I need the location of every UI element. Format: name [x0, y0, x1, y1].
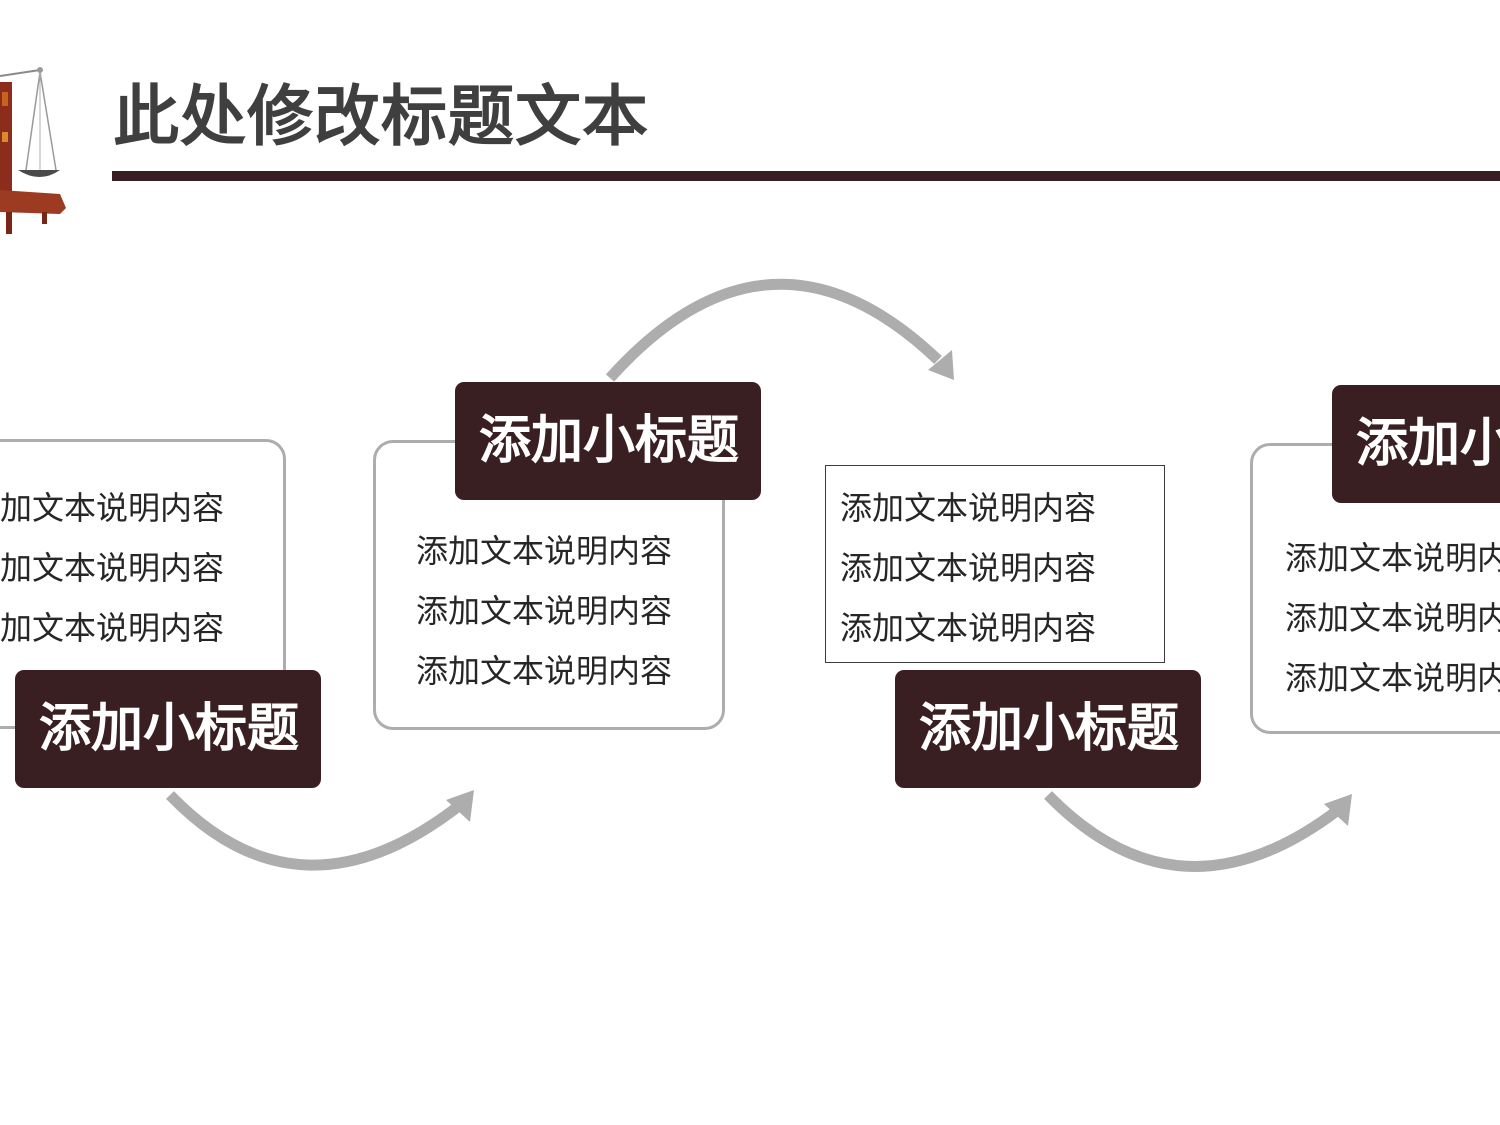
step-3-line-3: 添加文本说明内容	[840, 609, 1097, 647]
step-2-line-3: 添加文本说明内容	[416, 652, 673, 690]
step-3-text: 添加文本说明内容 添加文本说明内容 添加文本说明内容	[840, 478, 1096, 658]
step-3-subtitle: 添加小标题	[895, 670, 1201, 788]
step-3-card	[825, 465, 1165, 663]
step-4-line-1: 添加文本说明内	[1285, 539, 1500, 577]
step-4-subtitle: 添加小	[1332, 385, 1500, 503]
arrowhead-1	[446, 790, 474, 822]
step-4-line-3: 添加文本说明内	[1285, 659, 1500, 697]
step-2-line-2: 添加文本说明内容	[416, 592, 673, 630]
step-2-text: 添加文本说明内容 添加文本说明内容 添加文本说明内容	[416, 521, 672, 701]
step-2-subtitle: 添加小标题	[455, 382, 761, 500]
step-1-line-3: 加文本说明内容	[0, 609, 225, 647]
page-title: 此处修改标题文本	[113, 78, 649, 155]
arrow-curve-1	[166, 791, 464, 871]
step-1-text: 加文本说明内容 加文本说明内容 加文本说明内容	[0, 478, 224, 658]
arrow-curve-3	[1044, 791, 1342, 872]
step-3-line-2: 添加文本说明内容	[840, 549, 1097, 587]
step-4-line-2: 添加文本说明内	[1285, 599, 1500, 637]
arrowhead-3	[1324, 794, 1352, 826]
step-2-line-1: 添加文本说明内容	[416, 532, 673, 570]
title-divider	[112, 171, 1500, 181]
arrow-curve-2	[605, 278, 942, 382]
scales-of-justice-icon	[0, 62, 72, 234]
step-1-line-1: 加文本说明内容	[0, 489, 225, 527]
step-1-subtitle: 添加小标题	[15, 670, 321, 788]
arrowhead-2	[928, 350, 954, 380]
step-3-line-1: 添加文本说明内容	[840, 489, 1097, 527]
step-4-text: 添加文本说明内 添加文本说明内 添加文本说明内	[1285, 528, 1500, 708]
step-1-line-2: 加文本说明内容	[0, 549, 225, 587]
